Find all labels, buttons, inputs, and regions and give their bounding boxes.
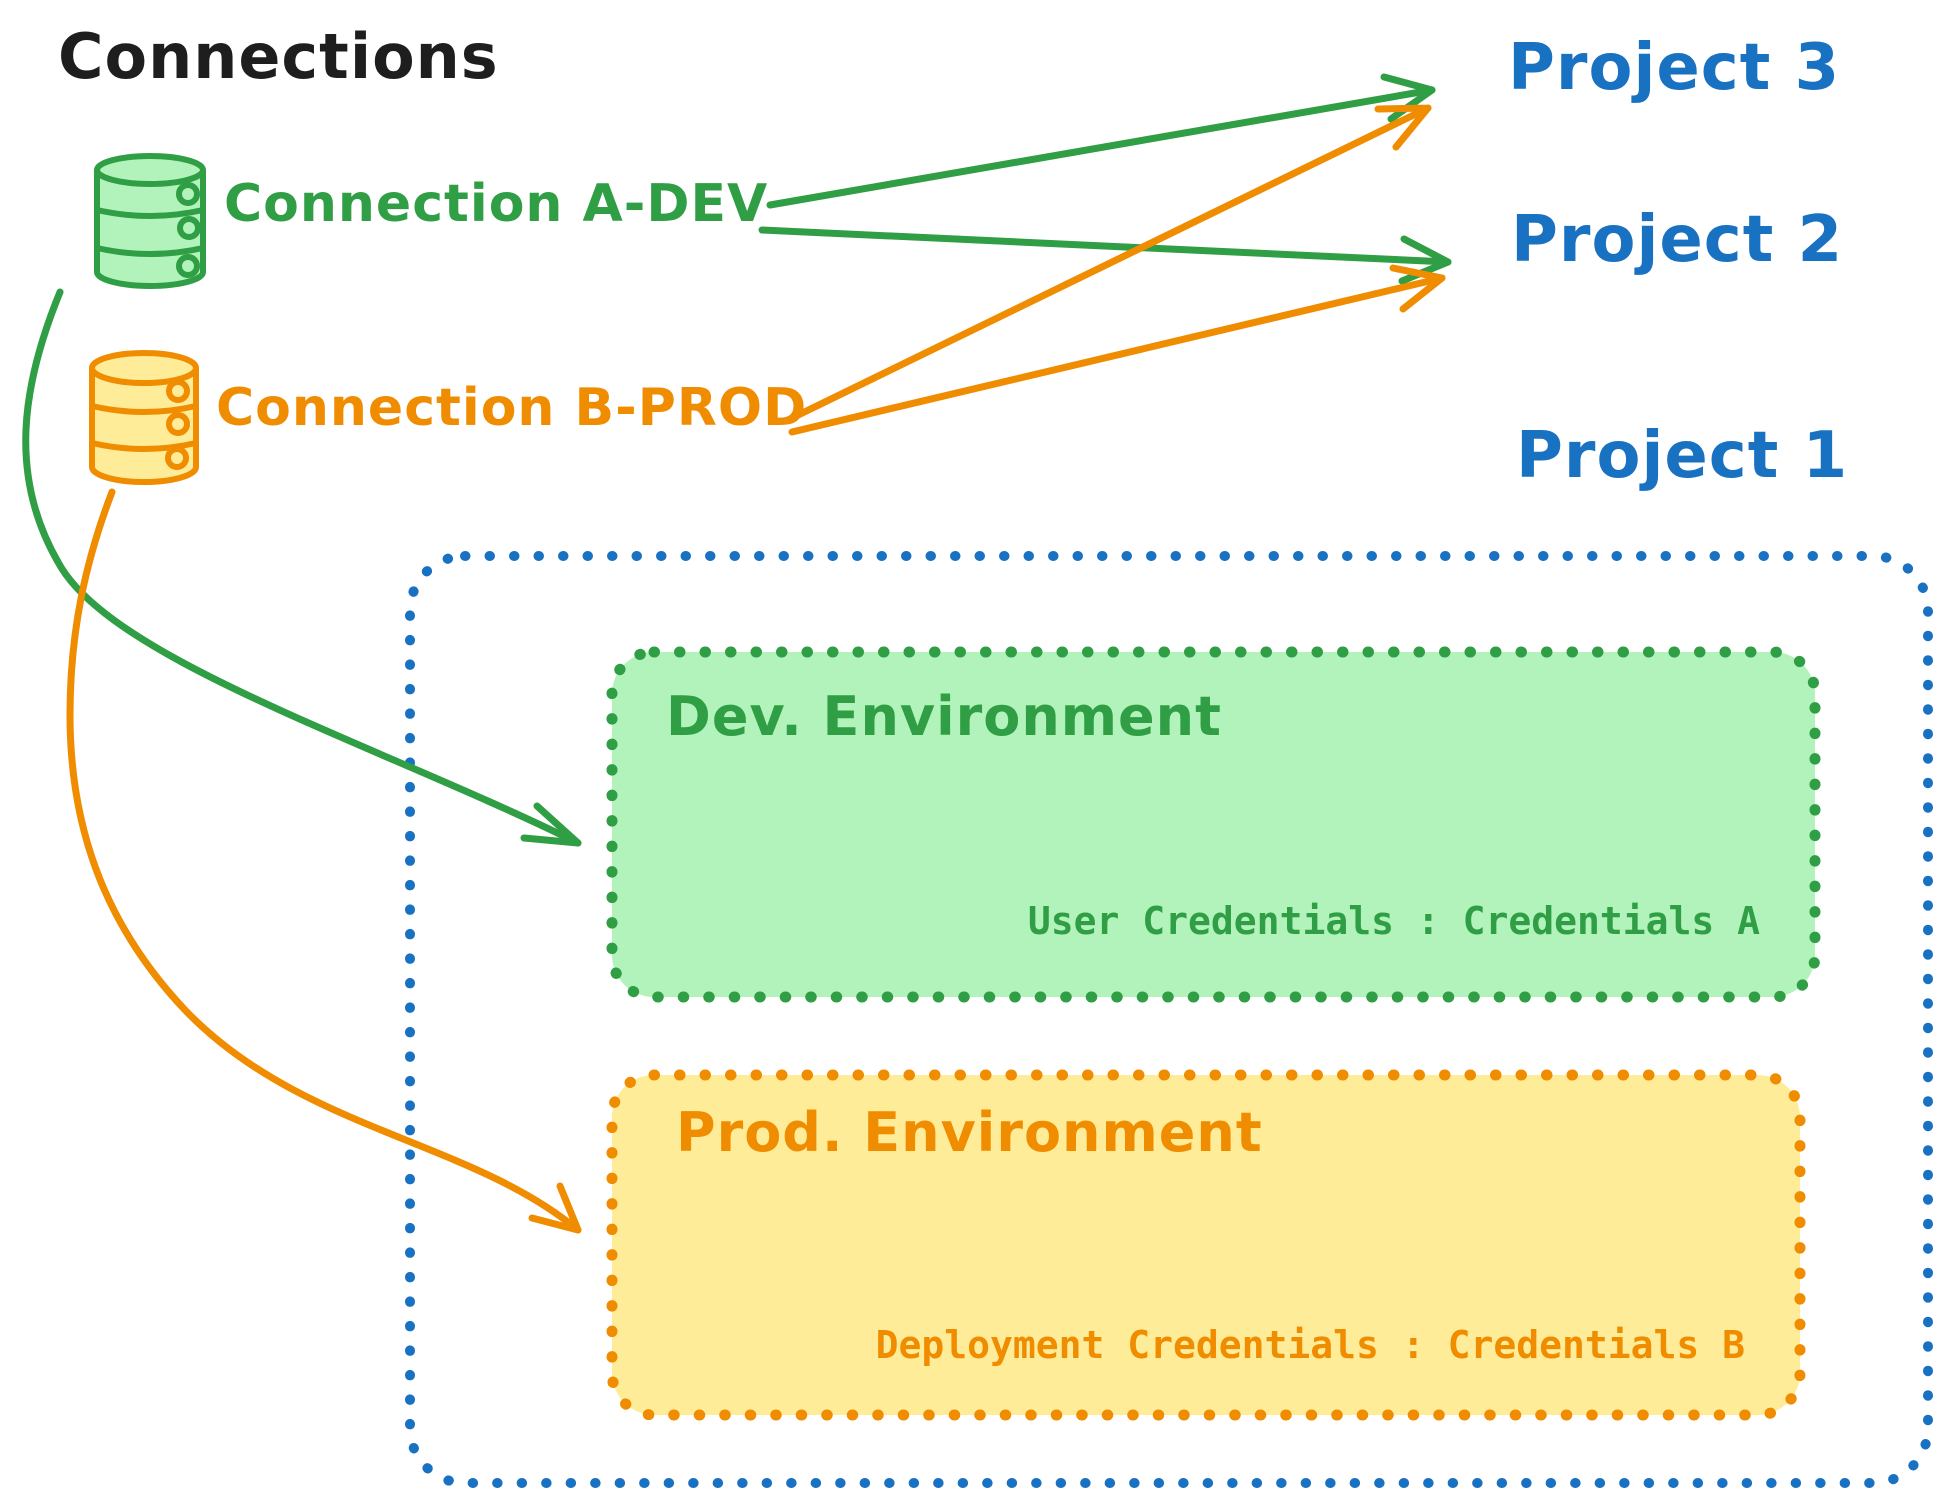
project-3-label: Project 3 xyxy=(1508,31,1841,105)
database-icon-b-prod xyxy=(89,350,199,485)
arrow-a-dev-to-project-3 xyxy=(766,73,1436,209)
connection-b-prod-label: Connection B-PROD xyxy=(216,378,808,438)
arrow-a-dev-to-project-2 xyxy=(758,226,1452,285)
project-1-label: Project 1 xyxy=(1516,419,1849,493)
dev-environment-credentials: User Credentials : Credentials A xyxy=(1027,899,1760,943)
prod-environment-title: Prod. Environment xyxy=(676,1101,1263,1164)
database-icon-a-dev xyxy=(94,153,206,289)
arrow-b-prod-to-prod-environment xyxy=(66,488,582,1234)
prod-environment-credentials: Deployment Credentials : Credentials B xyxy=(875,1323,1745,1367)
diagram-title: Connections xyxy=(58,20,499,93)
prod-environment-box xyxy=(606,1069,1806,1421)
project-2-label: Project 2 xyxy=(1511,203,1844,277)
arrow-b-prod-to-project-3 xyxy=(784,104,1432,424)
arrow-b-prod-to-project-2 xyxy=(788,264,1446,436)
connection-a-dev-label: Connection A-DEV xyxy=(224,174,769,234)
dev-environment-title: Dev. Environment xyxy=(666,685,1222,748)
dev-environment-box xyxy=(606,646,1821,1003)
